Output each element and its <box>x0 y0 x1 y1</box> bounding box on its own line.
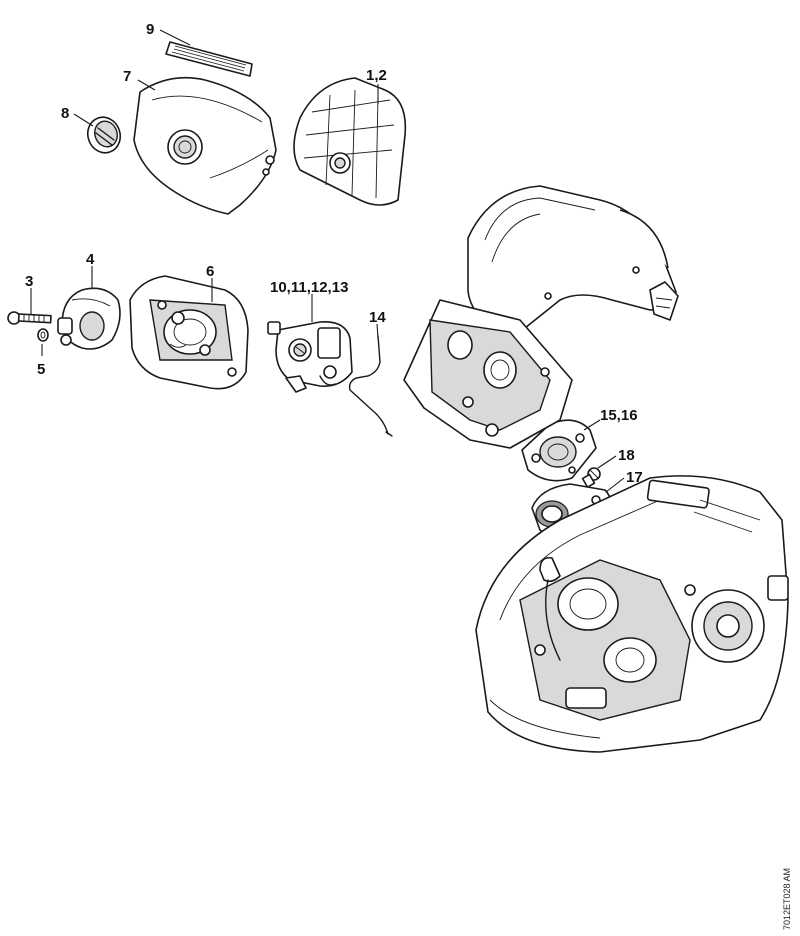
rear-handle-assembly <box>403 185 679 449</box>
part-screw-long[interactable] <box>7 311 52 325</box>
callout-7: 7 <box>123 68 131 85</box>
callout-14: 14 <box>369 309 386 326</box>
callout-5: 5 <box>37 361 45 378</box>
callout-10-11-12-13: 10,11,12,13 <box>270 279 348 296</box>
part-carburetor[interactable] <box>267 321 353 393</box>
document-id: 7012ET028 AM <box>782 868 792 930</box>
callout-labels: 9 7 1,2 8 4 6 3 10,11,12,13 14 5 15,16 1… <box>25 21 643 486</box>
callout-4: 4 <box>86 251 95 268</box>
callout-17: 17 <box>626 469 643 486</box>
callout-1-2: 1,2 <box>366 67 387 84</box>
part-washer[interactable] <box>37 328 49 342</box>
part-shroud-cover[interactable] <box>133 76 277 215</box>
part-twist-lock-knob[interactable] <box>83 113 125 158</box>
part-screw-short[interactable] <box>581 467 601 488</box>
part-air-filter[interactable] <box>293 77 407 206</box>
part-knob-housing[interactable] <box>57 287 121 350</box>
part-intake-flange-gasket[interactable] <box>521 419 597 482</box>
engine-body-assembly <box>475 475 789 753</box>
part-grille-strip[interactable] <box>165 41 253 77</box>
callout-3: 3 <box>25 273 33 290</box>
callout-8: 8 <box>61 105 69 122</box>
callout-15-16: 15,16 <box>600 407 638 424</box>
leader-lines <box>30 29 625 493</box>
part-throttle-rod[interactable] <box>348 335 393 437</box>
part-carburetor-box[interactable] <box>129 275 249 390</box>
callout-9: 9 <box>146 21 154 38</box>
callout-18: 18 <box>618 447 635 464</box>
callout-6: 6 <box>206 263 214 280</box>
